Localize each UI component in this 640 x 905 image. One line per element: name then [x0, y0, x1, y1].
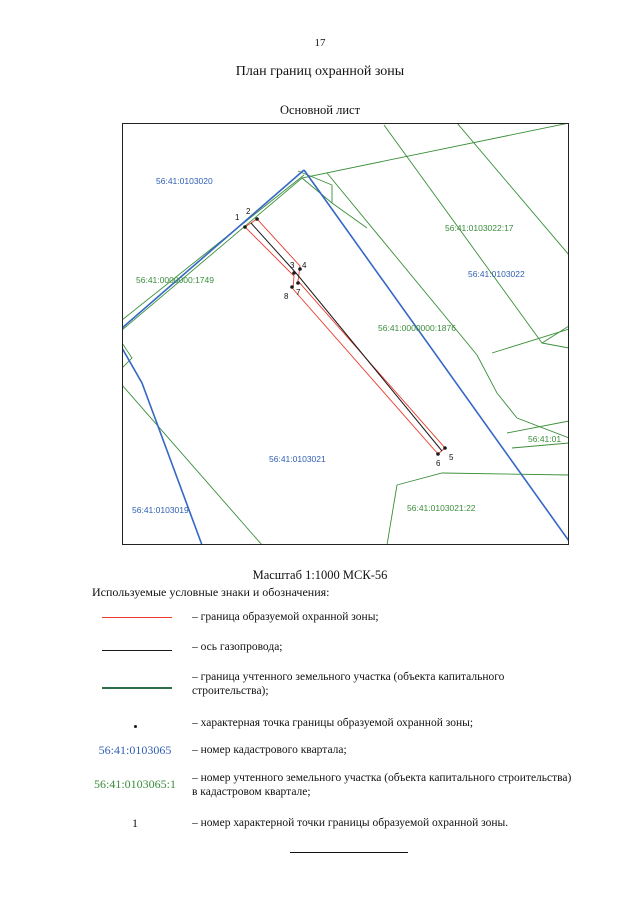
legend-desc: – граница учтенного земельного участка (…: [192, 671, 505, 697]
point-label-4: 4: [302, 261, 307, 270]
gas-axis-swatch: [102, 650, 172, 651]
characteristic-points: [243, 217, 447, 456]
parcel-line: [491, 328, 569, 354]
legend-desc: – номер учтенного земельного участка (об…: [192, 772, 572, 798]
point-8: [290, 285, 294, 289]
parcel-label: 56:41:0103021:22: [407, 503, 476, 513]
legend-title: Используемые условные знаки и обозначени…: [92, 585, 330, 599]
map-frame: [122, 123, 569, 545]
parcel-line: [506, 420, 569, 434]
parcel-line: [511, 442, 569, 449]
parcel-label: 56:41:0000000:1876: [378, 323, 456, 333]
gas-pipeline-axis: [250, 222, 443, 452]
parcel-line: [326, 172, 569, 439]
parcel-boundaries: [122, 123, 569, 545]
quarter-number-example: 56:41:0103065: [98, 743, 172, 757]
legend-desc: – номер кадастрового квартала;: [192, 744, 347, 756]
parcel-label: 56:41:0103022:17: [445, 223, 514, 233]
parcel-line: [383, 124, 569, 344]
sheet-subtitle: Основной лист: [279, 103, 361, 117]
parcel-label: 56:41:0000000:1749: [136, 275, 214, 285]
parcel-line: [541, 342, 569, 349]
point-7: [296, 281, 300, 285]
point-label-6: 6: [436, 459, 441, 468]
parcel-line: [456, 123, 569, 256]
page-title: План границ охранной зоны: [235, 64, 405, 79]
legend-desc: – ось газопровода;: [192, 641, 283, 653]
quarter-label: 56:41:0103022: [468, 269, 525, 279]
point-5: [443, 446, 447, 450]
parcel-number-example: 56:41:0103065:1: [93, 777, 176, 791]
quarter-label: 56:41:0103020: [156, 176, 213, 186]
parcel-line: [386, 484, 398, 545]
parcel-boundary-swatch: [102, 687, 172, 689]
point-3: [292, 271, 296, 275]
quarter-line: [303, 169, 569, 542]
point-label-2: 2: [246, 207, 251, 216]
page-number: 17: [314, 37, 326, 49]
quarter-label: 56:41:0103021: [269, 454, 326, 464]
quarter-boundaries: [122, 169, 569, 545]
point-label-5: 5: [449, 453, 454, 462]
legend-desc: – характерная точка границы образуемой о…: [192, 717, 474, 729]
point-6: [436, 452, 440, 456]
quarter-label: 56:41:0103019: [132, 505, 189, 515]
parcel-line: [297, 170, 368, 229]
point-2: [255, 217, 259, 221]
point-label-3: 3: [290, 261, 295, 270]
quarter-line: [122, 169, 305, 329]
bottom-rule: [290, 852, 408, 853]
zone-boundary-swatch: [102, 617, 172, 618]
point-label-1: 1: [235, 213, 240, 222]
parcel-label: 56:41:01: [528, 434, 561, 444]
parcel-line: [122, 174, 305, 321]
point-1: [243, 225, 247, 229]
point-4: [298, 267, 302, 271]
point-swatch: [134, 725, 137, 728]
point-label-8: 8: [284, 292, 289, 301]
legend-desc: – номер характерной точки границы образу…: [192, 817, 509, 829]
parcel-line: [301, 177, 333, 204]
quarter-line: [122, 347, 203, 545]
parcel-line: [122, 384, 263, 545]
point-label-7: 7: [296, 288, 301, 297]
parcel-line: [122, 342, 133, 369]
cadastral-map: 1 2 3 4 5 6 7 8 56:41:0103020 56:41:0103…: [122, 123, 569, 545]
scale-caption: Масштаб 1:1000 МСК-56: [252, 568, 388, 582]
parcel-line: [396, 472, 569, 486]
point-number-example: 1: [132, 816, 138, 830]
legend-desc: – граница образуемой охранной зоны;: [192, 611, 379, 623]
